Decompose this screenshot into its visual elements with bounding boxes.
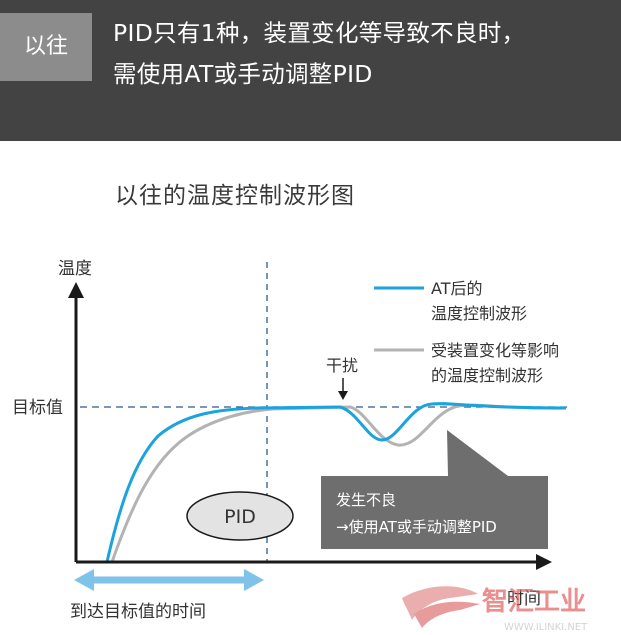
callout-pointer [447,430,508,476]
pid-ellipse [186,491,294,541]
legend-at-label-line1: AT后的 [431,279,482,298]
disturbance-arrow-head [338,391,348,400]
watermark-url: WWW.ILINKI.NET [504,622,588,633]
callout-line-2: →使用AT或手动调整PID [336,518,497,536]
target-value-label: 目标值 [12,398,63,418]
at-waveform-curve [105,402,567,563]
disturbance-label: 干扰 [326,356,358,375]
pid-label: PID [224,506,256,528]
watermark-logo: 智汇工业 WWW.ILINKI.NET [402,586,588,633]
legend-at-label-line2: 温度控制波形 [431,304,527,323]
x-axis-label: 时间 [507,589,541,609]
callout-box [321,476,548,549]
y-axis-label: 温度 [58,259,92,279]
time-range-arrow-left [74,569,94,591]
header-line-1: PID只有1种，装置变化等导致不良时， [113,19,526,47]
header-line-2: 需使用AT或手动调整PID [113,60,373,88]
legend-affected-label-line1: 受装置变化等影响 [431,341,559,360]
section-title: 以往的温度控制波形图 [115,183,355,209]
watermark-swoosh-icon [402,586,478,620]
time-range-arrow-right [244,569,264,591]
y-axis-arrowhead [68,282,84,298]
watermark-brand: 智汇工业 [482,587,586,617]
header-banner: 以往 PID只有1种，装置变化等导致不良时， 需使用AT或手动调整PID [0,0,621,141]
watermark-swoosh-icon-2 [414,601,480,628]
legend-affected-label-line2: 的温度控制波形 [431,366,543,385]
callout-line-1: 发生不良 [336,491,396,509]
header-tag: 以往 [0,13,92,81]
time-to-target-label: 到达目标值的时间 [70,602,206,622]
x-axis-arrowhead [536,554,552,570]
